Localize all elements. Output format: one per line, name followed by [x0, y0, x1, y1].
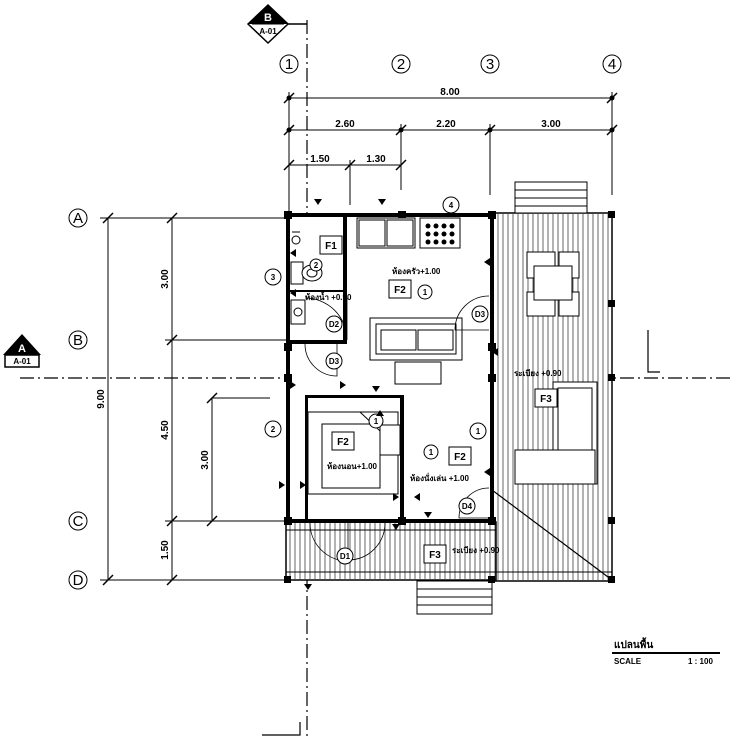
- door-tag-d2: D4: [462, 502, 473, 511]
- finish-tag-terrace: F3: [540, 394, 552, 405]
- window-tag-1b: 1: [423, 288, 428, 297]
- room-label-porch: ระเบียง +0.90: [452, 545, 500, 555]
- scale-label: SCALE: [614, 657, 642, 666]
- dim-span-c-d: 1.50: [160, 540, 171, 560]
- grid-label-3: 3: [486, 56, 494, 73]
- window-tag-3: 3: [271, 273, 276, 282]
- dimensions-top: 8.00 2.60 2.20 3.00 1.50 1.30: [283, 87, 618, 230]
- door-tag-d4: D2: [329, 320, 340, 329]
- finish-tag-living: F2: [454, 452, 466, 463]
- section-sheet-top: A-01: [259, 27, 277, 36]
- dim-span-a-b: 3.00: [160, 269, 171, 289]
- room-label-terrace: ระเบียง +0.90: [514, 368, 562, 378]
- dim-span-b-c: 4.50: [160, 420, 171, 440]
- sofa-terrace: [514, 381, 598, 485]
- sofa-living: [369, 317, 463, 361]
- window-tag-2b: 2: [314, 261, 319, 270]
- door-tag-d3b: D3: [475, 310, 486, 319]
- room-label-bathroom: ห้องน้ำ +0.90: [305, 291, 352, 302]
- steps-top: [514, 181, 588, 214]
- window-tag-1d: 1: [374, 417, 379, 426]
- walls: [286, 213, 494, 523]
- dim-span-1-2: 2.60: [335, 119, 355, 130]
- finish-tag-bedroom: F2: [337, 437, 349, 448]
- section-marker-left: A A-01: [3, 334, 41, 368]
- grid-label-d: D: [73, 572, 84, 589]
- door-tag-d1: D1: [340, 552, 351, 561]
- elevation-markers: [279, 199, 498, 590]
- section-letter-left: A: [18, 343, 26, 355]
- shower-icon: [291, 231, 301, 245]
- drawing-title: แปลนพื้น: [614, 637, 653, 651]
- grid-label-2: 2: [397, 56, 405, 73]
- sink-icon: [290, 299, 306, 325]
- posts: [284, 211, 615, 583]
- dim-span-3-4: 3.00: [541, 119, 561, 130]
- door-tag-d3a: D3: [329, 357, 340, 366]
- room-label-living: ห้องนั่งเล่น +1.00: [410, 472, 469, 483]
- room-label-bedroom: ห้องนอน+1.00: [327, 461, 378, 471]
- section-marker-top: B A-01: [246, 3, 307, 45]
- dim-overall-width: 8.00: [440, 87, 460, 98]
- dim-overall-depth: 9.00: [96, 389, 107, 409]
- window-tag-1a: 1: [476, 427, 481, 436]
- grid-label-c: C: [73, 513, 84, 530]
- finish-tags: [319, 235, 558, 564]
- window-tag-2: 2: [271, 425, 276, 434]
- grid-bubbles-left: A B C D: [68, 208, 88, 590]
- stove-icon: [425, 223, 455, 245]
- grid-label-4: 4: [608, 56, 616, 73]
- dim-inner: 3.00: [200, 450, 211, 470]
- scale-value: 1 : 100: [688, 657, 713, 666]
- steps-bottom: [416, 580, 493, 615]
- finish-tag-porch: F3: [429, 550, 441, 561]
- room-label-kitchen: ห้องครัว+1.00: [392, 266, 441, 276]
- coffee-table: [394, 361, 442, 385]
- dining-set: [526, 251, 580, 317]
- section-sheet-left: A-01: [13, 357, 31, 366]
- dim-sub-2: 1.30: [366, 154, 386, 165]
- room-labels: ห้องครัว+1.00 ห้องน้ำ +0.90 ห้องนอน+1.00…: [305, 266, 562, 555]
- section-letter-top: B: [264, 12, 272, 24]
- grid-label-1: 1: [285, 56, 293, 73]
- dimensions-left: 9.00 3.00 4.50 1.50 3.00: [96, 212, 290, 586]
- grid-label-b: B: [73, 332, 83, 349]
- dim-sub-1: 1.50: [310, 154, 330, 165]
- window-tag-1c: 1: [429, 448, 434, 457]
- finish-tag-kitchen: F2: [394, 285, 406, 296]
- grid-label-a: A: [73, 210, 83, 227]
- window-tags: 3 2 4 1 1 1 1 2: [264, 196, 487, 460]
- title-block: แปลนพื้น SCALE 1 : 100: [612, 637, 720, 666]
- bed: [307, 411, 401, 495]
- grid-bubbles-top: 1 2 3 4: [279, 54, 622, 74]
- window-tag-4: 4: [449, 201, 454, 210]
- section-arrow-right: [647, 330, 660, 373]
- section-arrow-bottom: [262, 722, 301, 736]
- finish-tag-bath: F1: [325, 241, 337, 252]
- door-tags: D2 D3 D3 D4 D1: [325, 305, 489, 565]
- dim-span-2-3: 2.20: [436, 119, 456, 130]
